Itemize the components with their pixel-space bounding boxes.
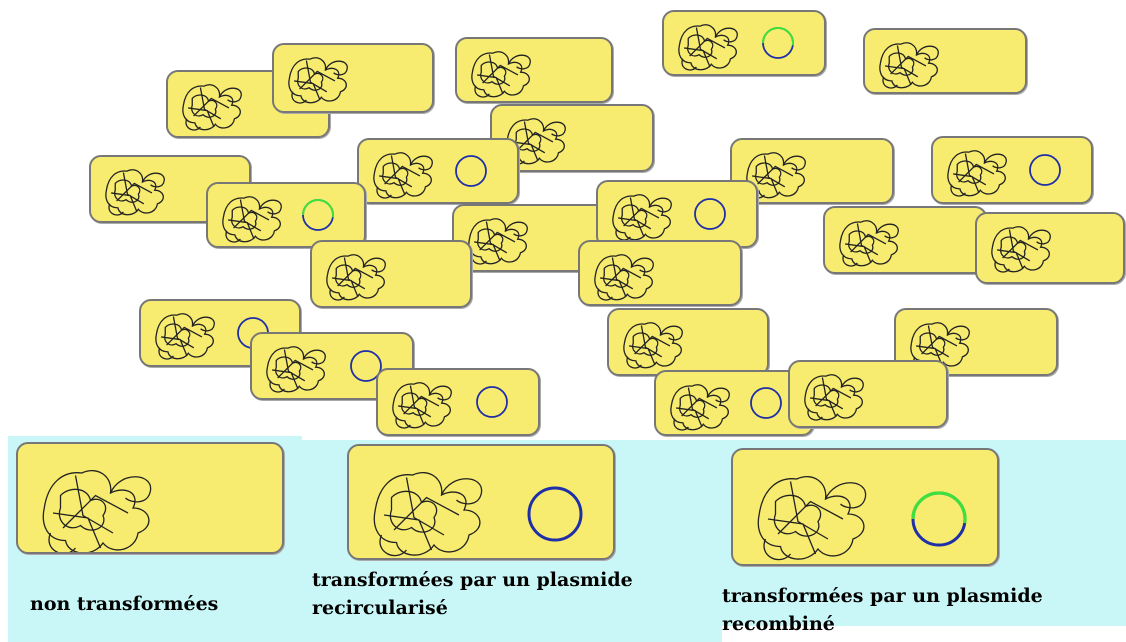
cell-drawing (623, 322, 683, 369)
cell-drawing (288, 57, 348, 104)
chromosome (373, 472, 483, 557)
cell-drawing (879, 42, 939, 89)
chromosome (182, 84, 242, 131)
plasmid-insert (911, 491, 967, 524)
plasmid-ring (527, 486, 583, 542)
chromosome (105, 169, 165, 216)
plasmid-ring (476, 386, 508, 418)
bacterium (310, 240, 472, 308)
chromosome (468, 218, 528, 265)
chromosome (991, 226, 1051, 273)
cell-drawing (373, 152, 487, 199)
bacterium (578, 240, 742, 306)
cell-drawing (222, 196, 334, 243)
chromosome (678, 24, 738, 71)
cell-drawing (326, 254, 386, 301)
legend-label-recircularized: transformées par un plasmide recirculari… (312, 569, 633, 619)
bacterium (272, 43, 434, 113)
legend-label-non-transformed: non transformées (30, 593, 219, 615)
bacterium (357, 138, 519, 204)
chromosome (879, 42, 939, 89)
plasmid-ring (694, 198, 726, 230)
bacterium (654, 370, 814, 436)
cell-drawing (506, 118, 566, 165)
bacterium (863, 28, 1027, 94)
cell-drawing (612, 194, 726, 241)
cell-drawing (757, 476, 967, 561)
chromosome (839, 220, 899, 267)
chromosome (392, 382, 452, 429)
chromosome (594, 254, 654, 301)
plasmid-ring (350, 350, 382, 382)
bacterium (206, 182, 366, 248)
cell-drawing (373, 472, 583, 557)
cell-drawing (839, 220, 899, 267)
cell-drawing (947, 150, 1061, 197)
bacterium (931, 136, 1093, 204)
bacterium (455, 37, 613, 103)
legend-cell-recombinant (731, 448, 999, 566)
bacterium (607, 308, 769, 376)
bacterium (788, 360, 948, 428)
bacterium (975, 212, 1125, 284)
cell-drawing (678, 24, 794, 71)
plasmid-ring (455, 155, 487, 187)
chromosome (670, 384, 730, 431)
bacterium (662, 10, 826, 76)
bacterium (596, 180, 758, 248)
chromosome (42, 470, 152, 552)
cell-drawing (471, 51, 531, 98)
legend-panel (302, 626, 722, 642)
chromosome (623, 322, 683, 369)
chromosome (266, 346, 326, 393)
chromosome (155, 313, 215, 360)
cell-drawing (804, 374, 864, 421)
cell-drawing (468, 218, 528, 265)
chromosome (373, 152, 433, 199)
cell-drawing (670, 384, 782, 431)
bacterium (376, 368, 540, 436)
chromosome (612, 194, 672, 241)
plasmid-ring (750, 387, 782, 419)
cell-drawing (182, 84, 242, 131)
chromosome (947, 150, 1007, 197)
legend-cell-non-transformed (16, 442, 284, 554)
cell-drawing (105, 169, 165, 216)
cell-drawing (42, 470, 152, 552)
chromosome (804, 374, 864, 421)
legend-cell-recircularized (347, 444, 615, 560)
chromosome (288, 57, 348, 104)
chromosome (506, 118, 566, 165)
chromosome (222, 196, 282, 243)
cell-drawing (991, 226, 1051, 273)
cell-drawing (392, 382, 508, 429)
plasmid-ring (1029, 154, 1061, 186)
chromosome (326, 254, 386, 301)
plasmid-insert (302, 199, 334, 218)
cell-drawing (594, 254, 654, 301)
legend-label-recombinant: transformées par un plasmide recombiné (722, 585, 1043, 635)
cell-drawing (266, 346, 382, 393)
bacterium (823, 206, 987, 274)
plasmid-insert (762, 27, 794, 46)
chromosome (757, 476, 867, 561)
chromosome (471, 51, 531, 98)
